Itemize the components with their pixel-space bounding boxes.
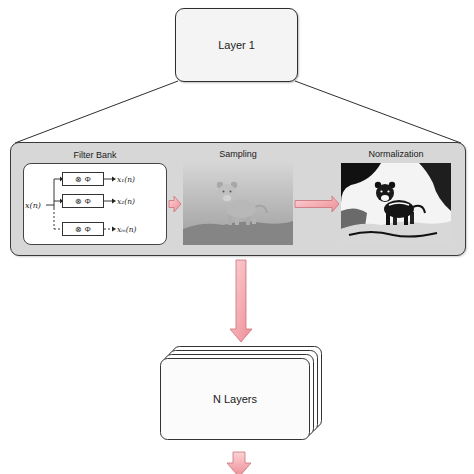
section-heading: Filter Bank	[73, 150, 116, 160]
tail	[413, 206, 425, 213]
signal-name: x(n)	[25, 201, 41, 210]
head	[218, 184, 236, 202]
muzzle	[381, 195, 389, 201]
sampling-image: Sampling	[183, 163, 293, 245]
head	[376, 184, 394, 202]
body	[226, 200, 256, 218]
filter-box: ⊗ Φ	[62, 172, 104, 186]
layer-stack: N Layers	[160, 346, 322, 440]
arrowhead	[112, 199, 116, 204]
body	[384, 200, 414, 218]
layer-box: Layer 1	[175, 8, 298, 82]
filter-bank-box: Filter Bank⊗ Φ⊗ Φ⊗ Φ	[23, 163, 167, 245]
box-label: N Layers	[213, 393, 257, 405]
wire	[54, 179, 55, 208]
pages	[161, 347, 322, 440]
normalization-image: Normalization	[341, 163, 451, 245]
dark-patch	[341, 163, 381, 203]
arrowhead	[112, 177, 116, 182]
wire	[46, 205, 54, 206]
wire	[54, 208, 55, 229]
photo-ground	[341, 163, 451, 245]
muzzle	[223, 195, 231, 201]
arrow-shape	[227, 452, 251, 474]
lion-photo-gray	[183, 163, 293, 245]
arrowhead	[112, 227, 116, 232]
section-heading: Sampling	[219, 149, 257, 159]
photo-ground	[183, 163, 293, 245]
signal-name: x₁(n)	[117, 175, 135, 184]
block-arrow	[295, 196, 339, 212]
signal-name: x₂(n)	[117, 197, 135, 206]
page	[161, 359, 310, 440]
block-arrow	[169, 196, 181, 212]
box-label: ⊗ Φ	[75, 175, 91, 184]
lion-photo-normalized	[341, 163, 451, 245]
section-heading: Normalization	[368, 149, 423, 159]
wire	[104, 179, 113, 180]
filter-box: ⊗ Φ	[62, 222, 104, 236]
dark-patch	[419, 163, 451, 211]
tail	[255, 206, 267, 213]
eye	[380, 190, 382, 192]
eye	[230, 191, 232, 193]
page-face: N Layers	[160, 358, 310, 440]
wire	[54, 229, 62, 230]
box-label: ⊗ Φ	[75, 197, 91, 206]
signal-name: xₘ(n)	[117, 225, 137, 234]
eye	[223, 191, 225, 193]
highlight	[389, 203, 409, 205]
fan-lines	[15, 81, 461, 143]
eye	[387, 190, 389, 192]
wire	[104, 201, 113, 202]
box-label: ⊗ Φ	[75, 225, 91, 234]
box-label: Layer 1	[218, 39, 255, 51]
layer-panel: Filter Bank ⊗ Φ ⊗ Φ ⊗ Φ Sampling	[10, 142, 466, 256]
block-arrow	[230, 260, 252, 342]
wire	[104, 229, 113, 230]
rock-streak	[349, 232, 437, 237]
filter-box: ⊗ Φ	[62, 194, 104, 208]
